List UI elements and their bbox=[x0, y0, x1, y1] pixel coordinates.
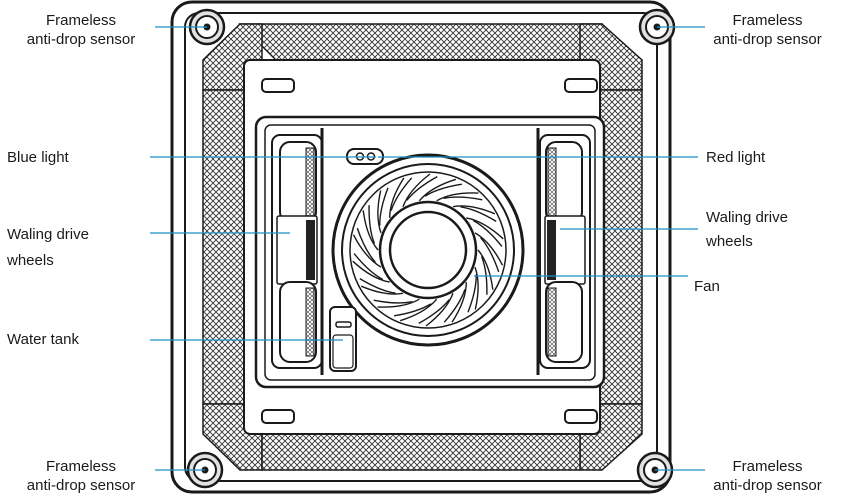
fan-blade-edge bbox=[406, 175, 438, 201]
fan-blade bbox=[377, 298, 420, 308]
mesh-band-right bbox=[599, 89, 643, 405]
fan-blade bbox=[402, 173, 431, 207]
slot-top-right bbox=[564, 78, 598, 93]
fan-blade-edge bbox=[359, 278, 396, 294]
fan-blade-edge bbox=[472, 219, 503, 247]
mesh-band-top bbox=[238, 23, 603, 61]
fan-blade-edge bbox=[373, 299, 413, 304]
fan-blade-edge bbox=[353, 253, 384, 281]
left-wheel-top-tread bbox=[305, 147, 315, 217]
fan-blade bbox=[360, 285, 404, 295]
fan-blade-edge bbox=[418, 299, 450, 325]
mesh-band-bottom bbox=[261, 433, 581, 471]
fan-blade-edge bbox=[368, 205, 376, 244]
fan-blade-edge bbox=[379, 187, 389, 226]
water-tank bbox=[329, 306, 357, 372]
fan-blade-edge bbox=[460, 206, 497, 222]
center-panel-inner bbox=[264, 124, 596, 381]
right-wheel-mid-tread bbox=[547, 220, 556, 280]
fan-blade-edge bbox=[480, 256, 488, 295]
fan-blade bbox=[352, 260, 390, 283]
fan-blade bbox=[436, 192, 479, 202]
right-wheel-bottom-tread bbox=[547, 287, 557, 357]
label-blue-light: Blue light bbox=[7, 149, 69, 166]
fan-blade bbox=[466, 217, 504, 240]
fan-blade-edge bbox=[443, 289, 466, 323]
fan-blade bbox=[418, 178, 457, 202]
fan-blade-edge bbox=[424, 183, 463, 197]
fan-icon bbox=[331, 153, 525, 347]
fan-blade-edge bbox=[393, 303, 432, 317]
fan-blade bbox=[352, 234, 382, 268]
fan-blade-edge bbox=[356, 227, 376, 263]
slot-bottom-right bbox=[564, 409, 598, 424]
fan-blade bbox=[389, 177, 405, 218]
left-wheel-bottom-tread bbox=[305, 287, 315, 357]
fan-blade-edge bbox=[480, 237, 500, 273]
fan-blade-edge bbox=[467, 274, 477, 313]
slot-bottom-left bbox=[261, 409, 295, 424]
fan-blade bbox=[425, 293, 454, 327]
slot-top-left bbox=[261, 78, 295, 93]
fan-blade bbox=[474, 266, 479, 310]
label-fan: Fan bbox=[694, 278, 720, 295]
fan-blade bbox=[477, 249, 494, 290]
fan-blade bbox=[451, 282, 467, 323]
fan-blade bbox=[377, 190, 382, 234]
fan-blade bbox=[452, 205, 496, 215]
fan-blade bbox=[399, 298, 438, 322]
fan-blade-edge bbox=[390, 177, 413, 211]
fan-blade bbox=[474, 232, 504, 266]
label-red-light: Red light bbox=[706, 149, 766, 166]
fan-blade bbox=[362, 210, 379, 251]
fan-blade-edge bbox=[443, 196, 483, 201]
label-water-tank: Water tank bbox=[7, 331, 79, 348]
mesh-band-left bbox=[202, 89, 245, 405]
left-wheel-mid-tread bbox=[306, 220, 315, 280]
right-wheel-top-tread bbox=[547, 147, 557, 217]
robot-inner-frame bbox=[184, 12, 658, 482]
